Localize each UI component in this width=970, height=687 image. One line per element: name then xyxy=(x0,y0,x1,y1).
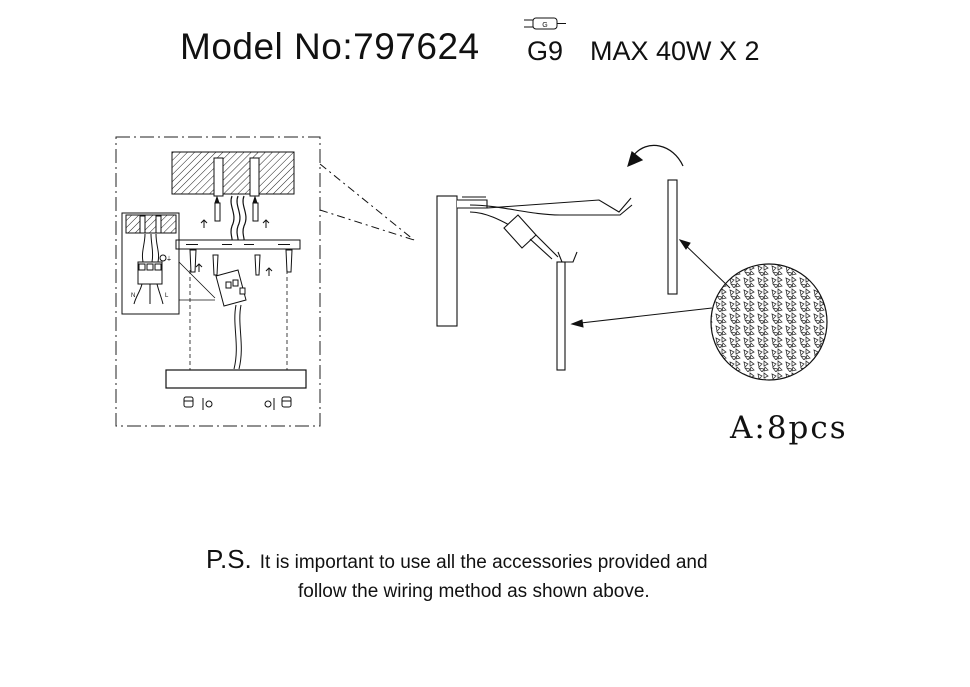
ps-note: P.S. It is important to use all the acces… xyxy=(206,545,846,606)
live-label: L xyxy=(165,293,169,299)
wall-block xyxy=(171,151,295,197)
wall-plugs xyxy=(214,195,259,222)
svg-text:G: G xyxy=(542,22,547,29)
arrow-markers-top xyxy=(200,219,270,228)
terminal-block-inset xyxy=(121,212,180,315)
g9-bulb-icon: G xyxy=(524,17,566,30)
base-fixing-screws xyxy=(183,396,292,410)
leader-lines-left xyxy=(178,261,216,301)
crystal-ball xyxy=(710,263,828,381)
earth-label: ⏚ xyxy=(166,256,172,263)
neutral-label: N xyxy=(131,293,135,299)
lamp-terminal xyxy=(215,269,247,370)
lower-arm xyxy=(556,251,578,371)
ps-line-2: follow the wiring method as shown above. xyxy=(298,581,650,602)
crystal-rod xyxy=(667,179,678,295)
guide-lines xyxy=(189,270,288,370)
lamp-base-plate xyxy=(165,369,307,389)
bulb-holder xyxy=(503,214,559,260)
max-power-label: MAX 40W X 2 xyxy=(590,36,760,66)
bulb-type-label: G9 xyxy=(527,36,564,66)
crystal-pointer-arrows xyxy=(570,239,731,328)
wiring-detail-frame xyxy=(115,136,321,427)
mounting-bracket xyxy=(175,239,301,250)
rotation-arrow xyxy=(627,144,684,168)
crystal-quantity-label: A:8pcs xyxy=(730,410,848,446)
arrow-markers-mid xyxy=(195,263,273,276)
supply-cable xyxy=(230,195,247,247)
zoom-callout xyxy=(319,163,415,241)
model-number-title: Model No:797624 xyxy=(180,26,480,67)
bracket-screws xyxy=(189,249,293,276)
ps-prefix: P.S. xyxy=(206,544,252,574)
wall-lamp-body xyxy=(436,195,633,327)
ps-line-1: It is important to use all the accessori… xyxy=(259,552,708,573)
